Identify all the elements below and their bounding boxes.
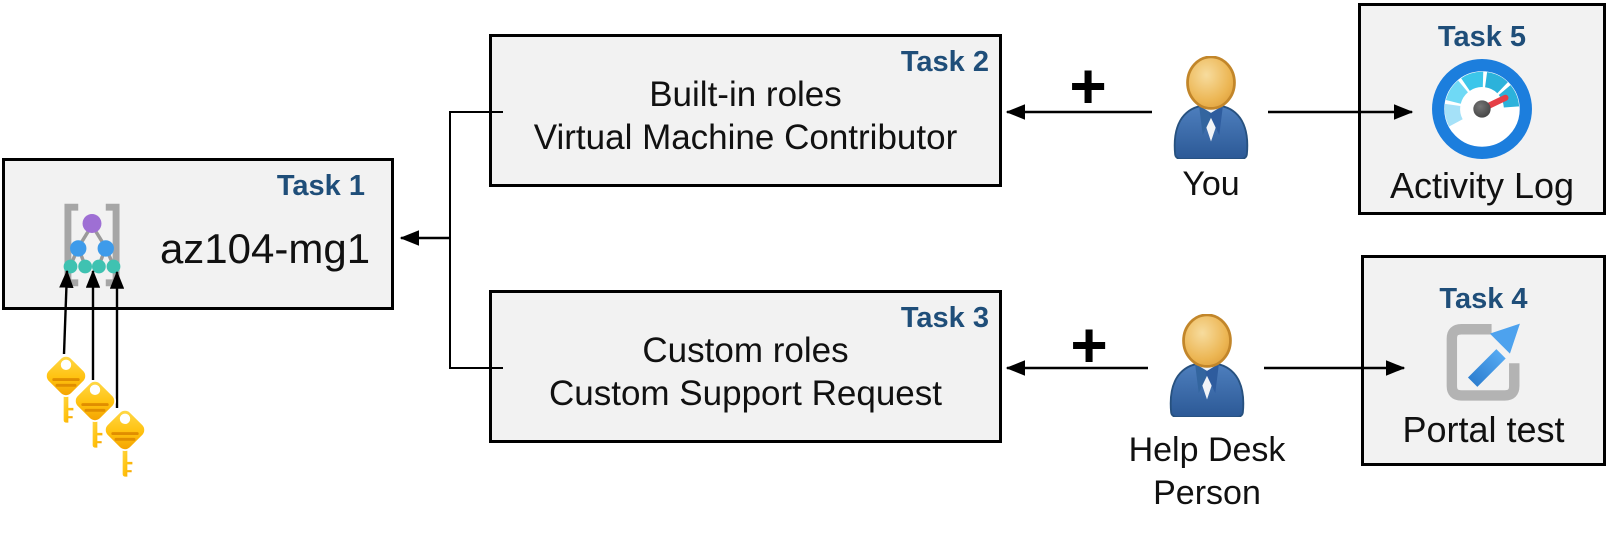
task5-caption: Activity Log bbox=[1389, 165, 1575, 206]
key-icon bbox=[41, 351, 91, 425]
plus-operator-bottom: + bbox=[1070, 309, 1108, 381]
person-icon bbox=[1173, 56, 1249, 159]
keys-icon bbox=[41, 351, 150, 479]
person-icon bbox=[1169, 314, 1245, 417]
task4-box: Task 4 Portal test bbox=[1361, 255, 1606, 466]
task3-title: Task 3 bbox=[900, 302, 989, 334]
helpdesk-label-line1: Help Desk bbox=[1128, 431, 1286, 469]
task2-title: Task 2 bbox=[900, 46, 989, 78]
task4-title: Task 4 bbox=[1439, 283, 1528, 315]
task5-title: Task 5 bbox=[1437, 21, 1527, 53]
task1-label: az104-mg1 bbox=[159, 225, 371, 272]
task3-line1: Custom roles bbox=[642, 330, 849, 370]
external-link-icon bbox=[1446, 323, 1520, 401]
management-group-icon bbox=[63, 203, 121, 287]
task3-box: Task 3 Custom roles Custom Support Reque… bbox=[489, 290, 1002, 443]
task1-box: Task 1 az104-mg1 bbox=[2, 158, 394, 310]
task3-line2: Custom Support Request bbox=[549, 373, 942, 413]
activity-log-gauge-icon bbox=[1432, 59, 1532, 159]
you-figure: You bbox=[1165, 56, 1257, 206]
task4-caption: Portal test bbox=[1402, 409, 1565, 450]
task2-text: Built-in roles Virtual Machine Contribut… bbox=[492, 37, 999, 184]
task2-box: Task 2 Built-in roles Virtual Machine Co… bbox=[489, 34, 1002, 187]
task2-line2: Virtual Machine Contributor bbox=[533, 117, 958, 157]
key-icon bbox=[100, 405, 150, 479]
helpdesk-figure: Help Desk Person bbox=[1129, 314, 1285, 515]
helpdesk-label: Help Desk Person bbox=[1129, 429, 1286, 515]
you-label: You bbox=[1182, 165, 1240, 203]
key-icon bbox=[70, 376, 120, 450]
task5-box: Task 5 Activity Log bbox=[1358, 3, 1606, 215]
helpdesk-label-line2: Person bbox=[1153, 474, 1261, 512]
task2-line1: Built-in roles bbox=[649, 74, 842, 114]
task1-title: Task 1 bbox=[276, 170, 365, 202]
task3-text: Custom roles Custom Support Request bbox=[492, 293, 999, 440]
plus-operator-top: + bbox=[1069, 50, 1107, 122]
